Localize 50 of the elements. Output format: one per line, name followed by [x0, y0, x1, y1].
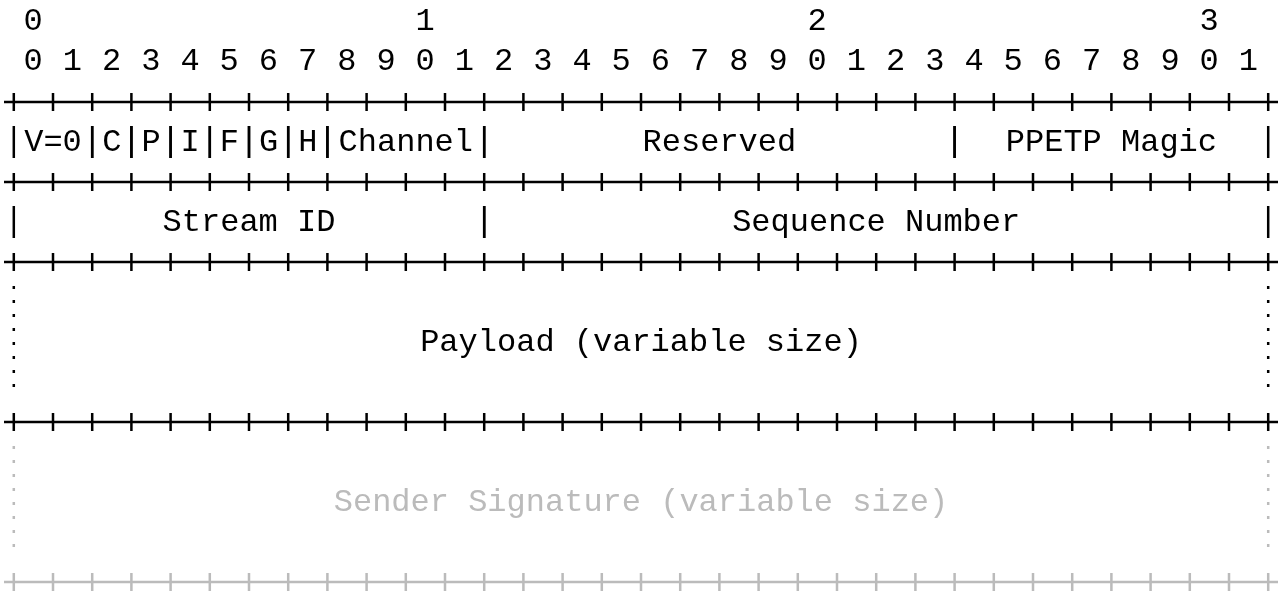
bit-number: 3	[925, 42, 945, 82]
bit-number: 4	[180, 42, 200, 82]
packet-field: Payload (variable size)	[19, 282, 1263, 402]
bit-number: 0	[1199, 42, 1219, 82]
bit-number: 6	[1042, 42, 1062, 82]
bit-number: 3	[1199, 2, 1219, 42]
packet-field: G	[255, 122, 283, 162]
packet-field: F	[215, 122, 243, 162]
bit-number: 4	[964, 42, 984, 82]
packet-field: Channel	[333, 122, 479, 162]
bit-number: 5	[219, 42, 239, 82]
bit-number: 2	[494, 42, 514, 82]
packet-field: Sender Signature (variable size)	[19, 442, 1263, 562]
packet-field: Stream ID	[19, 202, 479, 242]
packet-field: P	[137, 122, 165, 162]
bit-number: 9	[1160, 42, 1180, 82]
bit-number: 4	[572, 42, 592, 82]
packet-field: I	[176, 122, 204, 162]
bit-number: 1	[846, 42, 866, 82]
bit-number: 1	[415, 2, 435, 42]
bit-number: 3	[141, 42, 161, 82]
bit-number: 9	[376, 42, 396, 82]
bit-number: 5	[1003, 42, 1023, 82]
bit-number: 7	[690, 42, 710, 82]
bit-number: 8	[729, 42, 749, 82]
bit-number: 1	[1238, 42, 1258, 82]
bit-number: 0	[807, 42, 827, 82]
packet-field: C	[98, 122, 126, 162]
bit-number: 7	[1082, 42, 1102, 82]
bit-number: 0	[23, 2, 43, 42]
bit-number: 2	[807, 2, 827, 42]
bit-number: 6	[258, 42, 278, 82]
packet-field: Sequence Number	[490, 202, 1263, 242]
packet-field: Reserved	[490, 122, 949, 162]
bit-number: 1	[62, 42, 82, 82]
packet-field: V=0	[19, 122, 87, 162]
bit-number: 8	[337, 42, 357, 82]
bit-number: 7	[298, 42, 318, 82]
packet-field: PPETP Magic	[960, 122, 1263, 162]
bit-number: 8	[1121, 42, 1141, 82]
packet-field: H	[294, 122, 322, 162]
bit-number: 5	[611, 42, 631, 82]
bit-number: 0	[23, 42, 43, 82]
bit-number: 3	[533, 42, 553, 82]
bit-number: 0	[415, 42, 435, 82]
bit-number: 6	[650, 42, 670, 82]
bit-number: 1	[454, 42, 474, 82]
bit-number: 2	[886, 42, 906, 82]
bit-number: 9	[768, 42, 788, 82]
bit-number: 2	[102, 42, 122, 82]
